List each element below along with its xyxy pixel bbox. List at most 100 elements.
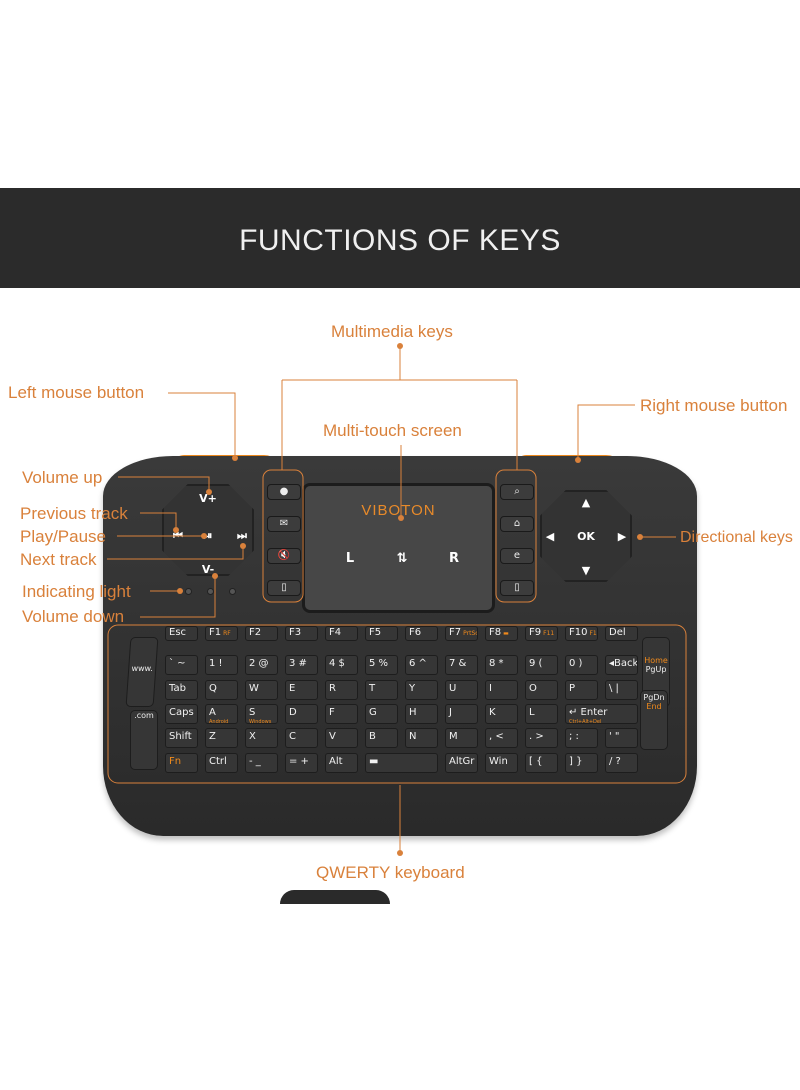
label-directional-keys: Directional keys — [680, 529, 793, 546]
key: Win — [485, 753, 518, 773]
key-label: G — [369, 707, 377, 718]
key-label: 3 # — [289, 658, 307, 669]
key-label: F — [329, 707, 335, 718]
key-label: X — [249, 731, 256, 742]
key: Z — [205, 728, 238, 748]
key: T — [365, 680, 398, 700]
key-label: 2 @ — [249, 658, 269, 669]
key-label: M — [449, 731, 458, 742]
key-label: F3 — [289, 627, 302, 638]
key: Caps — [165, 704, 198, 724]
key: ◂Back — [605, 655, 638, 675]
pgdn-label: PgDn — [643, 693, 665, 702]
key: F5 — [365, 626, 398, 641]
key-label: 4 $ — [329, 658, 345, 669]
key: F8▬ — [485, 626, 518, 641]
key: Esc — [165, 626, 198, 641]
key: P — [565, 680, 598, 700]
play-pause-key: ⏯ — [203, 529, 213, 542]
key-secondary-label: F12 — [589, 630, 597, 637]
key-label: H — [409, 707, 417, 718]
key: 5 % — [365, 655, 398, 675]
key-label: 9 ( — [529, 658, 543, 669]
key-label: Alt — [329, 756, 343, 767]
key-label: = + — [289, 756, 309, 767]
key-label: Tab — [169, 683, 186, 694]
key-label: F5 — [369, 627, 382, 638]
key-label: P — [569, 683, 576, 694]
key: ] } — [565, 753, 598, 773]
key: 0 ) — [565, 655, 598, 675]
arrow-up-key: ▲ — [581, 496, 591, 509]
key-label: F10 — [569, 627, 588, 638]
key-label: K — [489, 707, 496, 718]
key: . > — [525, 728, 558, 748]
key-label: L — [529, 707, 535, 718]
mail-icon: ✉ — [267, 516, 301, 532]
key-label: ◂Back — [609, 658, 638, 669]
mouse-icon: ▯ — [267, 580, 301, 596]
label-indicating-light: Indicating light — [22, 582, 131, 601]
key: F4 — [325, 626, 358, 641]
key: C — [285, 728, 318, 748]
key: F6 — [405, 626, 438, 641]
key: B — [365, 728, 398, 748]
key-label: F2 — [249, 627, 262, 638]
end-label: End — [646, 702, 662, 711]
ok-key: OK — [577, 530, 595, 543]
key-label: ] } — [569, 756, 583, 767]
browser-icon: e — [500, 548, 534, 564]
key: [ { — [525, 753, 558, 773]
key-label: 8 * — [489, 658, 504, 669]
key: F2 — [245, 626, 278, 641]
arrow-down-key: ▼ — [581, 564, 591, 577]
key-label: AltGr — [449, 756, 475, 767]
key-label: A — [209, 707, 216, 718]
arrow-right-key: ▶ — [617, 530, 627, 543]
home-icon: ⌂ — [500, 516, 534, 532]
key-label: Del — [609, 627, 626, 638]
key-secondary-label: Ctrl+Alt+Del — [569, 719, 602, 724]
key-label: W — [249, 683, 259, 694]
key-label: E — [289, 683, 296, 694]
key: \ | — [605, 680, 638, 700]
key-label: ' " — [609, 731, 620, 742]
key-label: ▬ — [369, 756, 379, 767]
key: G — [365, 704, 398, 724]
key-secondary-label: PrtSc — [463, 630, 478, 637]
key-label: J — [449, 707, 452, 718]
right-click-gesture-icon: R — [448, 551, 459, 566]
key: N — [405, 728, 438, 748]
key-label: Z — [209, 731, 216, 742]
label-qwerty-keyboard: QWERTY keyboard — [316, 863, 465, 882]
key-label: S — [249, 707, 256, 718]
directional-pad — [540, 490, 632, 582]
home-label: Home — [644, 656, 668, 665]
scroll-gesture-icon: ⇅ — [396, 551, 408, 566]
key-label: 0 ) — [569, 658, 583, 669]
key: AltGr — [445, 753, 478, 773]
key-label: Q — [209, 683, 217, 694]
key: 1 ! — [205, 655, 238, 675]
key: W — [245, 680, 278, 700]
key: Alt — [325, 753, 358, 773]
key: / ? — [605, 753, 638, 773]
pgup-label: PgUp — [645, 665, 667, 674]
key: 4 $ — [325, 655, 358, 675]
key-label: - _ — [249, 756, 261, 767]
key-secondary-label: RF — [223, 630, 231, 637]
key: 2 @ — [245, 655, 278, 675]
key: F10F12 — [565, 626, 598, 641]
second-device-edge — [280, 890, 390, 904]
key: 6 ^ — [405, 655, 438, 675]
left-click-gesture-icon: L — [345, 551, 355, 566]
next-track-key: ⏭ — [237, 529, 247, 542]
key: U — [445, 680, 478, 700]
indicator-light — [229, 588, 236, 595]
